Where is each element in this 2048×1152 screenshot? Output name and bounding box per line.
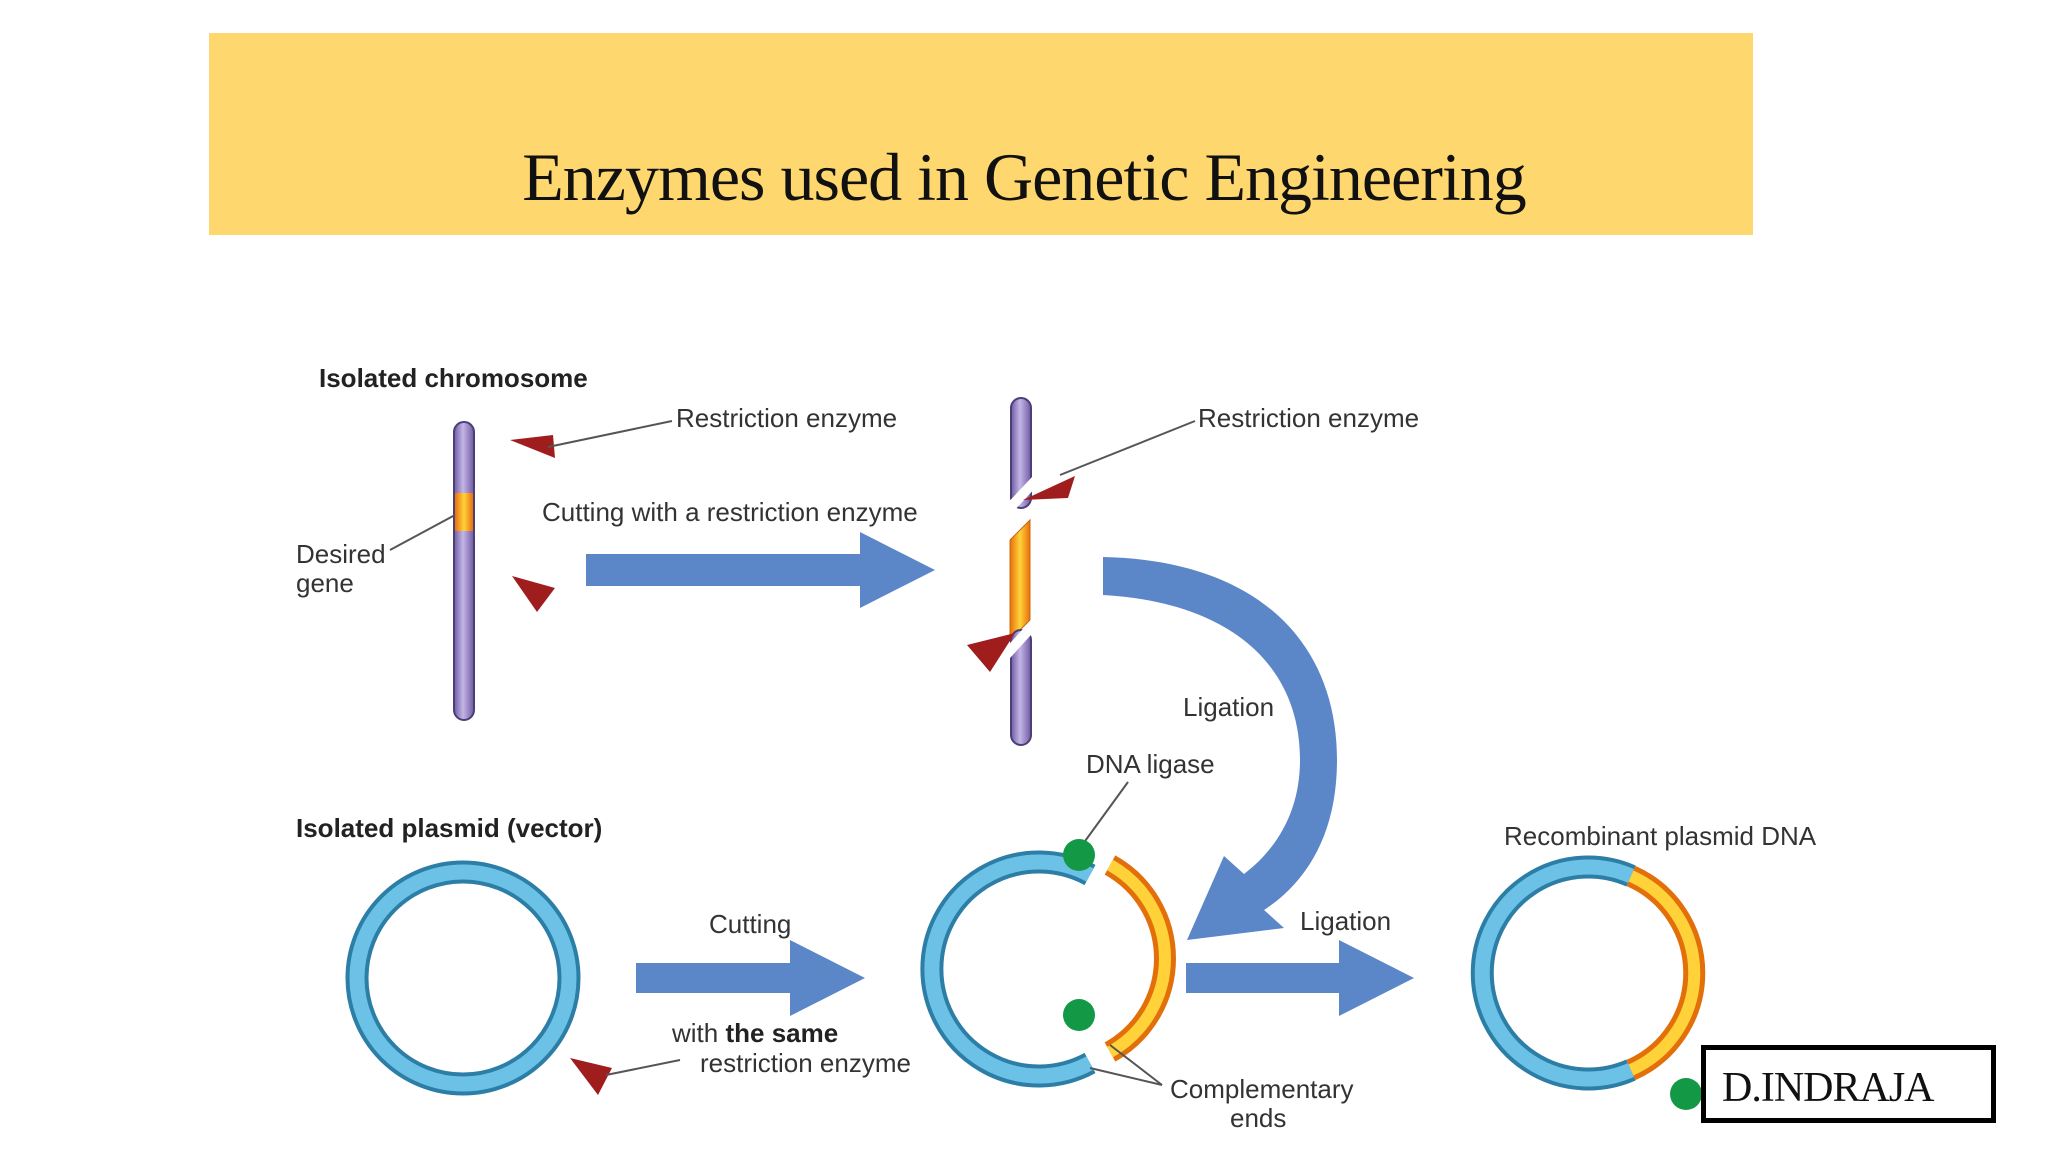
complementary-ends-leader <box>1109 1044 1163 1086</box>
author-name: D.INDRAJA <box>1722 1065 1934 1111</box>
restriction-enzyme-icon <box>512 576 555 612</box>
chromosome <box>453 421 475 721</box>
slide-title: Enzymes used in Genetic Engineering <box>522 139 1527 215</box>
cutting-label: Cutting <box>709 909 791 939</box>
cut-mark-top <box>1002 476 1040 516</box>
desired-gene-leader <box>389 514 456 551</box>
same-enzyme-label-line1: with the same <box>671 1018 838 1048</box>
recombinant-plasmid-vector-highlight <box>1474 859 1635 1087</box>
ligation-arrow <box>1186 940 1414 1016</box>
the-same-emphasis: the same <box>725 1018 838 1048</box>
ligation-label-2: Ligation <box>1300 906 1391 936</box>
cut-mark-bottom <box>1002 618 1040 659</box>
restriction-enzyme-label-1: Restriction enzyme <box>676 403 897 433</box>
ligation-label-1: Ligation <box>1183 692 1274 722</box>
isolated-chromosome-label: Isolated chromosome <box>319 363 588 393</box>
isolated-plasmid-label: Isolated plasmid (vector) <box>296 813 602 843</box>
desired-gene-label-line2: gene <box>296 568 354 598</box>
isolated-plasmid-highlight <box>349 864 577 1092</box>
dna-ligase-icon <box>1063 999 1095 1031</box>
complementary-ends-leader <box>1089 1067 1163 1086</box>
cut-chromosome-bottom <box>1010 629 1032 746</box>
dna-ligase-label: DNA ligase <box>1086 749 1215 779</box>
cut-chromosome-top <box>1010 397 1032 509</box>
author-box: D.INDRAJA <box>1701 1045 1996 1123</box>
restriction-enzyme-leader <box>547 420 673 448</box>
restriction-enzyme-icon <box>510 435 555 458</box>
same-enzyme-label-line2: restriction enzyme <box>700 1048 911 1078</box>
restriction-enzyme-leader <box>605 1059 681 1076</box>
recombinant-plasmid-label: Recombinant plasmid DNA <box>1504 821 1817 851</box>
cutting-arrow <box>586 532 935 608</box>
recombinant-plasmid-insert-highlight <box>1628 870 1701 1076</box>
ligation-curved-arrow <box>1103 557 1337 940</box>
inserted-gene-highlight <box>1107 859 1171 1058</box>
excised-gene-segment <box>1009 518 1031 642</box>
with-prefix: with <box>671 1018 725 1048</box>
restriction-enzyme-label-2: Restriction enzyme <box>1198 403 1419 433</box>
restriction-enzyme-icon <box>570 1058 612 1095</box>
complementary-label: Complementary <box>1170 1074 1354 1104</box>
desired-gene-label-line1: Desired <box>296 539 386 569</box>
opened-plasmid-highlight <box>924 854 1094 1084</box>
title-band <box>209 33 1753 235</box>
restriction-enzyme-icon <box>1023 476 1075 500</box>
dna-ligase-leader <box>1079 781 1129 849</box>
cutting-arrow-2 <box>636 940 865 1016</box>
dna-ligase-icon <box>1063 839 1095 871</box>
ends-label: ends <box>1230 1103 1286 1133</box>
restriction-enzyme-icon <box>967 633 1015 672</box>
cutting-with-enzyme-label: Cutting with a restriction enzyme <box>542 497 918 527</box>
dna-ligase-icon <box>1670 1078 1702 1110</box>
restriction-enzyme-leader <box>1059 420 1196 476</box>
desired-gene-segment <box>455 493 473 531</box>
